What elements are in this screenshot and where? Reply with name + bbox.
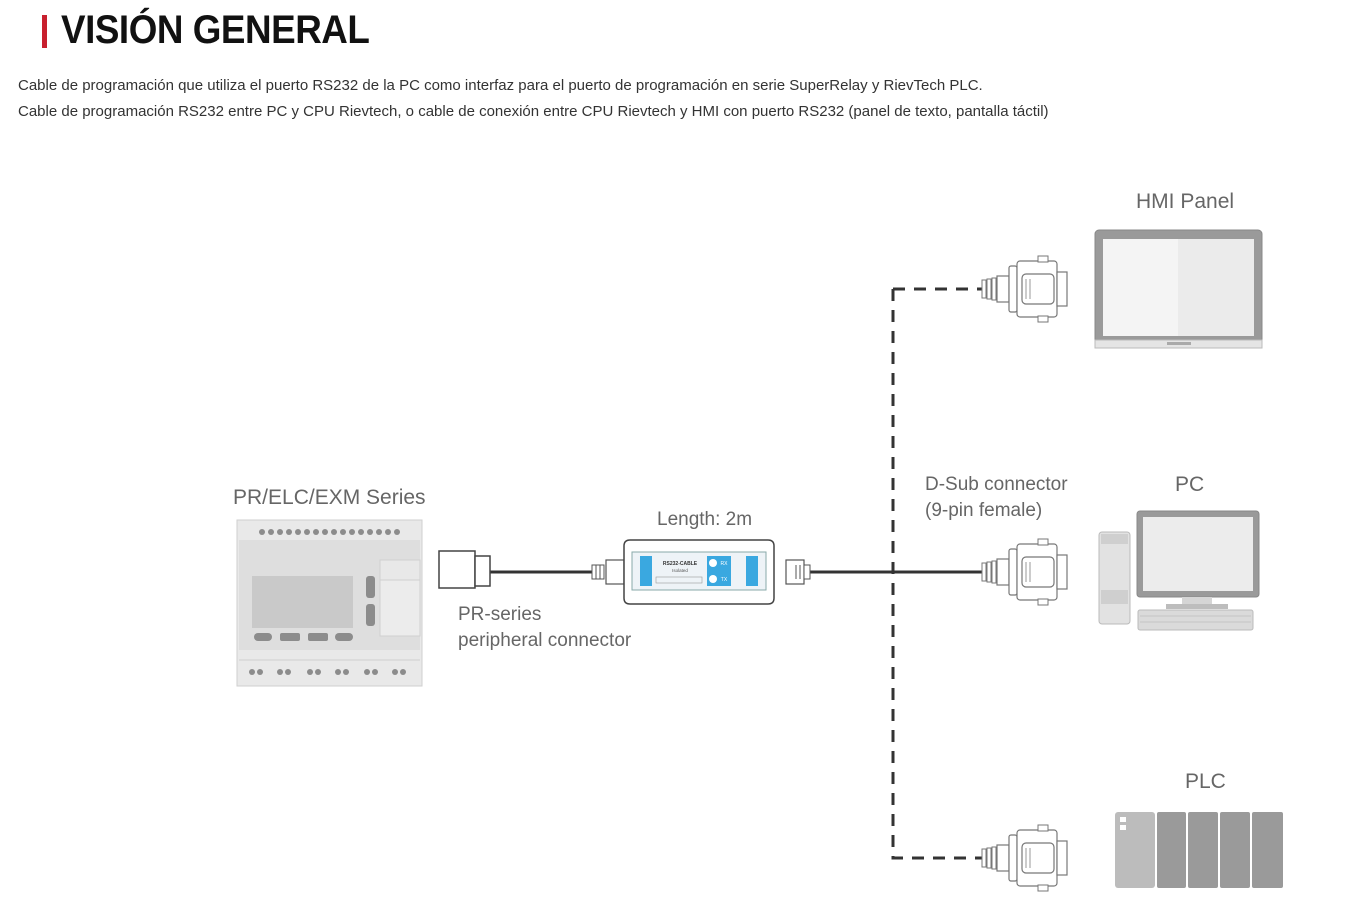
dsub-label-line2: (9-pin female) [925, 500, 1042, 521]
dsub-connector-pc [981, 538, 1068, 606]
peripheral-connector-label-line2: peripheral connector [458, 630, 632, 651]
pc-label: PC [1175, 473, 1204, 496]
cable-length-label: Length: 2m [657, 509, 752, 530]
rs232-adapter: RS232-CABLE Isolated RX TX [591, 539, 811, 605]
title-accent-bar [42, 15, 47, 48]
dashed-connection-bus [891, 287, 982, 860]
pr-series-device [236, 519, 423, 687]
description-line-1: Cable de programación que utiliza el pue… [18, 77, 983, 94]
adapter-tx-label: TX [721, 577, 728, 583]
plc-device [1115, 812, 1283, 888]
dsub-connector-plc [981, 824, 1068, 892]
adapter-rx-label: RX [721, 561, 729, 567]
adapter-sub-text: Isolated [672, 568, 688, 573]
peripheral-connector-plug [438, 550, 491, 589]
plc-label: PLC [1185, 770, 1226, 793]
hmi-panel-device [1094, 229, 1263, 349]
peripheral-connector-label-line1: PR-series [458, 604, 541, 625]
description-line-2: Cable de programación RS232 entre PC y C… [18, 103, 1049, 120]
hmi-panel-label: HMI Panel [1136, 190, 1234, 213]
plc-series-label: PR/ELC/EXM Series [233, 486, 426, 509]
pc-device [1098, 510, 1260, 631]
adapter-brand-text: RS232-CABLE [663, 561, 698, 567]
dsub-label-line1: D-Sub connector [925, 474, 1068, 495]
dsub-connector-hmi [981, 255, 1068, 323]
page-title: VISIÓN GENERAL [61, 8, 370, 52]
